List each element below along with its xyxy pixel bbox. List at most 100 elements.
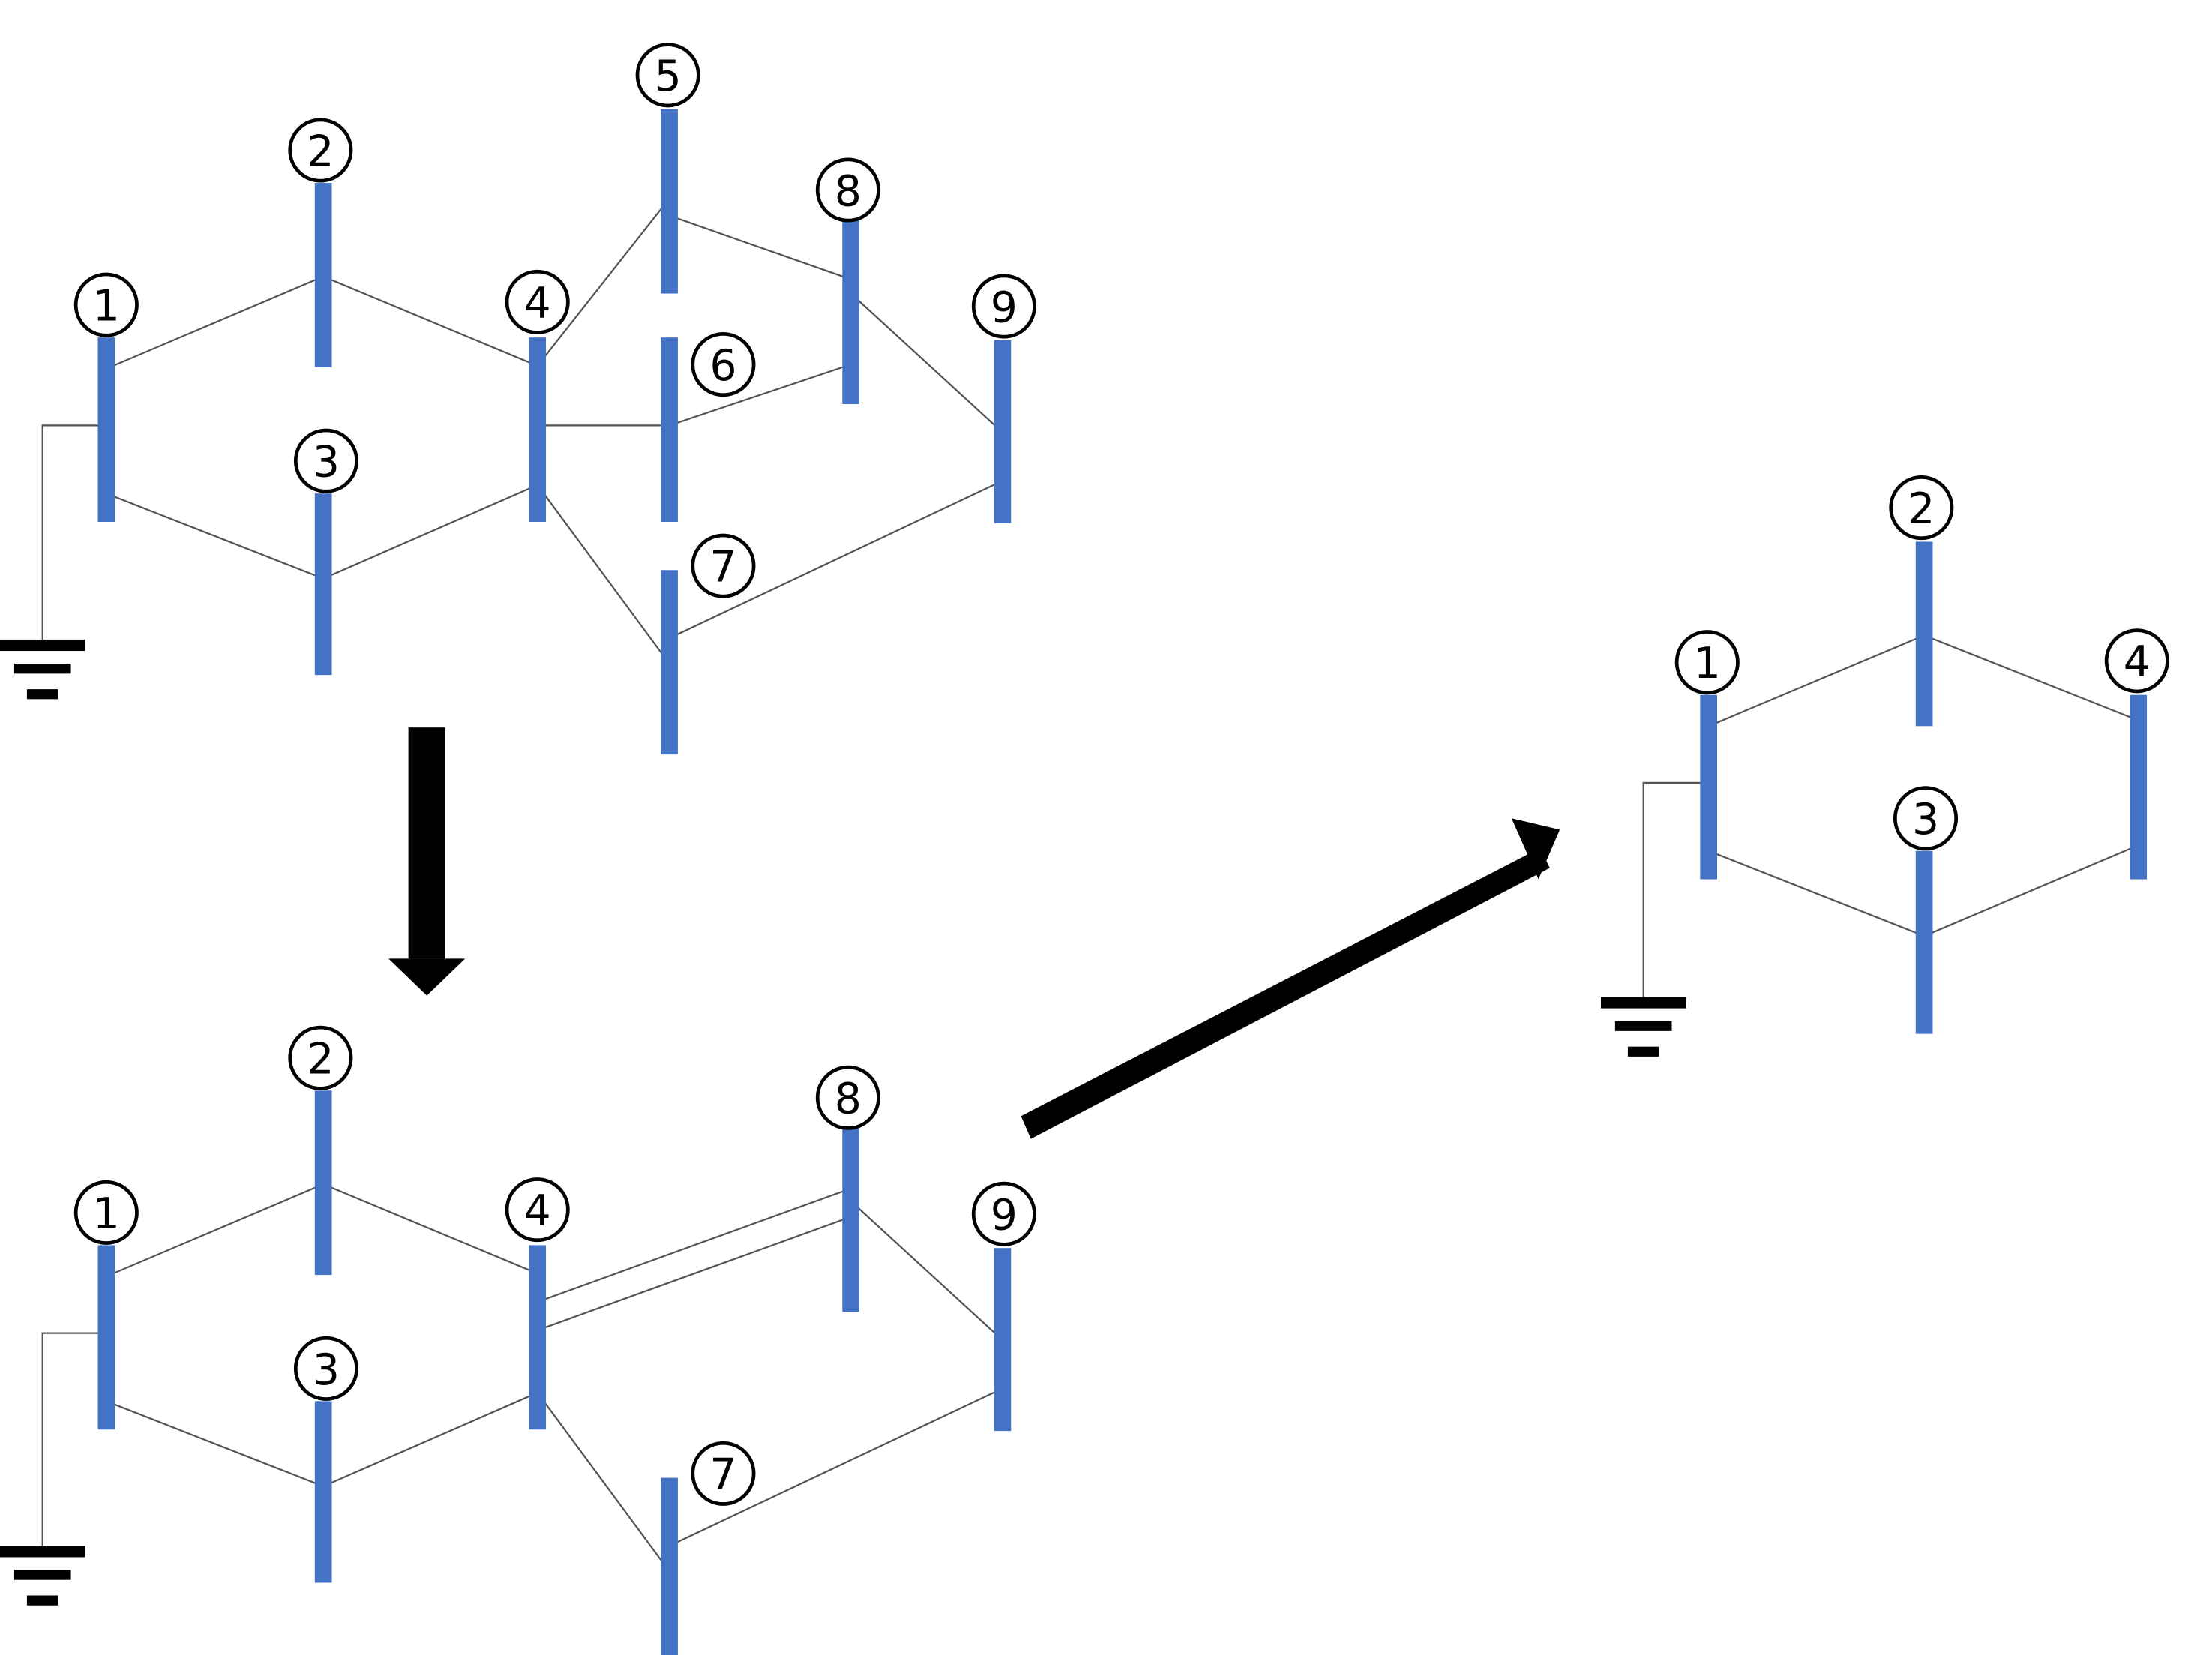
bus-label-circle [1674, 630, 1740, 695]
branch-line-4-8 [537, 1216, 852, 1331]
ground-bar-bottom [1627, 1046, 1659, 1057]
bus-label-9: 9 [971, 274, 1036, 339]
ground-bar-top [0, 639, 85, 652]
branch-line-1-3 [106, 493, 324, 580]
bus-label-circle [2104, 628, 2169, 694]
bus-label-4: 4 [2104, 628, 2169, 694]
bus-label-number: 4 [524, 1186, 551, 1236]
bus-label-3: 3 [293, 428, 358, 493]
ground-bar-top [1600, 997, 1686, 1009]
branch-line-6-8 [669, 364, 851, 427]
bus-label-circle [971, 274, 1036, 339]
ground-bar-middle [1614, 1021, 1672, 1031]
bus-label-circle [293, 1336, 358, 1401]
bus-label-number: 7 [709, 542, 736, 592]
bus-label-7: 7 [691, 1441, 756, 1506]
bus-bar-6 [661, 337, 678, 522]
bus-label-number: 3 [1912, 795, 1939, 844]
bus-bar-7 [661, 570, 678, 755]
bus-label-number: 7 [709, 1450, 736, 1500]
bus-label-circle [815, 1065, 880, 1130]
branch-line-1-2 [106, 275, 324, 370]
diagonal-arrow-head [1511, 818, 1560, 880]
bus-label-2: 2 [288, 118, 353, 183]
bus-label-3: 3 [293, 1336, 358, 1401]
bus-bar-8 [842, 220, 859, 405]
ground-connector [41, 1332, 98, 1552]
ground-connector [1642, 781, 1701, 1003]
bus-bar-2 [314, 1090, 332, 1276]
bus-bar-1 [97, 1245, 115, 1430]
ground-bar-middle [13, 1570, 71, 1580]
bus-bar-3 [314, 493, 332, 676]
bus-label-circle [1889, 475, 1954, 541]
branch-line-8-9 [850, 1200, 1003, 1341]
bus-label-circle [815, 157, 880, 223]
bus-bar-4 [529, 1245, 547, 1430]
bus-label-number: 4 [2124, 637, 2151, 687]
branch-line-4-7 [536, 484, 670, 664]
bus-label-number: 3 [313, 438, 340, 487]
ground-bar-top [0, 1546, 85, 1558]
bus-label-7: 7 [691, 533, 756, 598]
bus-label-circle [1893, 786, 1959, 851]
ground-symbol [0, 1332, 98, 1606]
bus-label-number: 9 [991, 1191, 1018, 1240]
down-arrow-shaft [408, 727, 445, 959]
ground-symbol [1600, 781, 1701, 1057]
bus-bar-9 [994, 340, 1012, 523]
bus-label-4: 4 [505, 1177, 570, 1243]
bus-label-9: 9 [971, 1181, 1036, 1246]
branch-line-2-4 [1923, 634, 2139, 721]
branch-line-4-7 [536, 1392, 670, 1573]
branch-line-1-3 [106, 1400, 324, 1487]
bus-label-number: 2 [307, 1035, 334, 1084]
down-arrow [388, 727, 466, 996]
bus-label-8: 8 [815, 1065, 880, 1130]
bus-label-5: 5 [635, 43, 700, 108]
ground-bar-bottom [26, 1595, 58, 1606]
bus-label-circle [288, 118, 353, 183]
bus-bar-4 [529, 337, 547, 522]
bus-bar-7 [661, 1477, 678, 1655]
bus-label-number: 1 [93, 1189, 120, 1239]
bus-label-2: 2 [288, 1025, 353, 1090]
bus-label-number: 4 [524, 279, 551, 328]
bus-label-1: 1 [73, 1180, 139, 1245]
diagonal-arrow-shaft [1021, 847, 1550, 1139]
bus-label-circle [691, 1441, 756, 1506]
bus-label-circle [73, 272, 139, 337]
bus-label-6: 6 [691, 332, 756, 397]
ground-symbol [0, 424, 98, 700]
branch-line-7-9 [669, 1387, 1003, 1547]
bus-label-2: 2 [1889, 475, 1954, 541]
bus-label-1: 1 [1674, 630, 1740, 695]
bus-label-number: 1 [1694, 639, 1721, 688]
bus-bar-1 [97, 337, 115, 522]
bus-label-circle [73, 1180, 139, 1245]
branch-line-4-8 [537, 1187, 852, 1303]
bus-bar-2 [314, 183, 332, 367]
branch-line-3-4 [322, 484, 538, 580]
bus-bar-1 [1700, 694, 1718, 880]
bus-label-number: 2 [307, 127, 334, 176]
intermediate-network: 1 2 3 4 7 8 9 [0, 1025, 1036, 1655]
bus-label-number: 6 [709, 341, 736, 391]
bus-label-4: 4 [505, 269, 570, 334]
ground-bar-middle [13, 664, 71, 674]
bus-label-8: 8 [815, 157, 880, 223]
branch-line-2-4 [322, 275, 538, 367]
branch-line-7-9 [669, 480, 1003, 640]
bus-label-number: 5 [655, 52, 682, 101]
branch-line-3-4 [1923, 844, 2139, 937]
branch-line-1-3 [1708, 850, 1925, 937]
bus-label-1: 1 [73, 272, 139, 337]
bus-label-circle [691, 533, 756, 598]
original-network: 1 2 3 4 5 6 7 8 9 [0, 43, 1036, 755]
bus-label-circle [293, 428, 358, 493]
diagonal-arrow [1021, 818, 1560, 1139]
bus-bar-3 [314, 1401, 332, 1583]
branch-line-4-5 [536, 198, 670, 367]
down-arrow-head [388, 958, 466, 996]
branch-line-1-2 [106, 1183, 324, 1278]
